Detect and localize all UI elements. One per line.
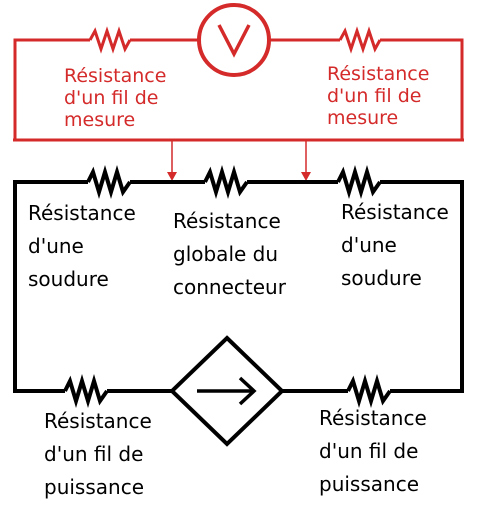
label-line: d'un fil de [319,439,419,463]
label-line: Résistance [28,201,136,225]
measurement-wire-top-right [380,38,464,140]
label-measure-wire-left: Résistance d'un fil de mesure [64,65,166,131]
label-line: mesure [64,109,136,131]
label-solder-right: Résistance d'une soudure [341,196,449,295]
label-line: globale du [173,242,279,266]
probe-left-arrowhead [167,172,177,181]
label-power-wire-right: Résistance d'un fil de puissance [319,402,427,501]
label-line: soudure [28,267,109,291]
probe-arrowheads [167,172,311,181]
voltmeter-circle [197,3,271,77]
power-resistor-right [346,374,392,408]
label-line: Résistance [341,200,449,224]
label-measure-wire-right: Résistance d'un fil de mesure [327,63,429,129]
label-line: d'une [28,234,84,258]
label-line: puissance [44,475,144,499]
label-line: Résistance [64,65,167,87]
label-line: soudure [341,266,422,290]
probe-left [160,139,173,178]
current-source [169,335,285,447]
power-resistor-left [63,374,109,408]
measurement-circuit [13,26,464,142]
label-line: mesure [327,107,399,129]
label-solder-left: Résistance d'une soudure [28,197,136,296]
solder-resistor-right [336,165,382,199]
right-arrow-icon [238,376,257,406]
label-line: puissance [319,472,419,496]
solder-resistor-left [86,165,132,199]
label-line: d'un fil de [64,87,159,109]
label-line: d'une [341,233,397,257]
label-line: Résistance [44,409,152,433]
label-power-wire-left: Résistance d'un fil de puissance [44,405,152,504]
label-line: Résistance [173,209,281,233]
probe-right-arrowhead [301,172,311,181]
connector-resistor [203,165,249,199]
measurement-wire-top-left [13,38,90,140]
power-circuit [13,165,464,408]
label-connector: Résistance globale du connecteur [173,205,286,304]
voltmeter [197,3,271,77]
label-line: d'un fil de [327,85,422,107]
label-line: Résistance [319,406,427,430]
measurement-probes [160,139,307,178]
label-line: connecteur [173,275,286,299]
voltmeter-v-icon [217,24,251,58]
measurement-resistor-left [88,26,132,54]
label-line: d'un fil de [44,442,144,466]
measurement-resistor-right [338,26,382,54]
label-line: Résistance [327,63,430,85]
